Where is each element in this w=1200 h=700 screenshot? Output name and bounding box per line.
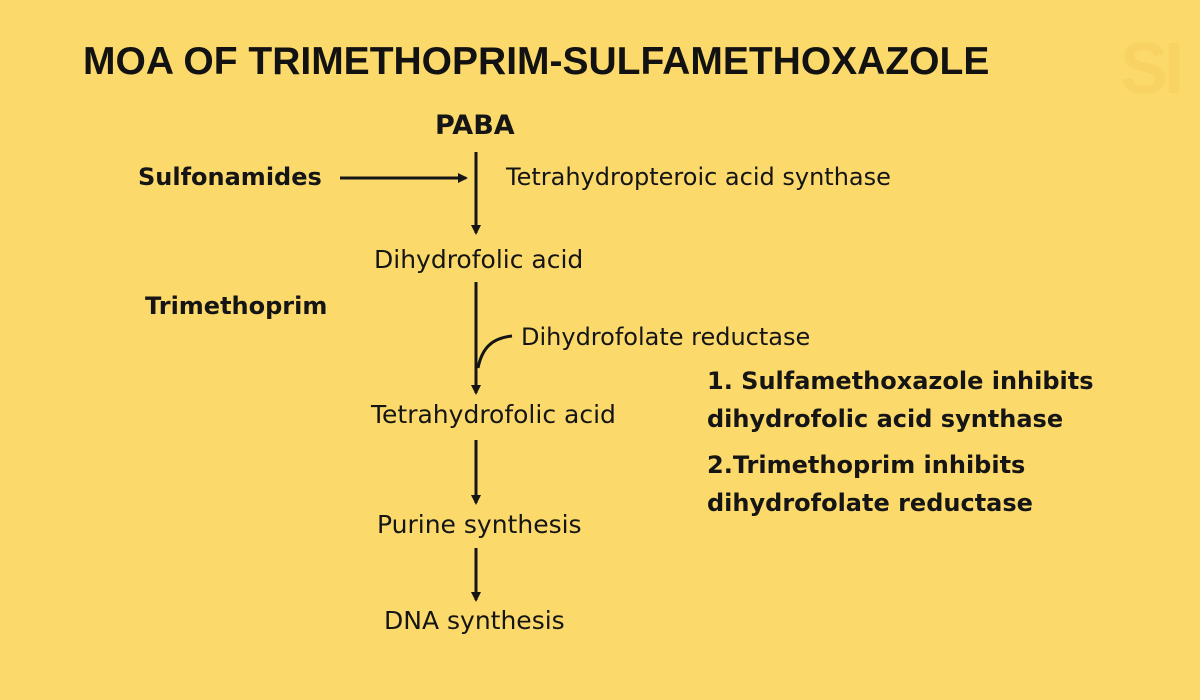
drug-sulfonamides: Sulfonamides <box>138 163 322 191</box>
enzyme-tetrahydropteroic-acid-synthase: Tetrahydropteroic acid synthase <box>506 163 891 191</box>
watermark-logo: SI <box>1120 29 1184 109</box>
drug-trimethoprim: Trimethoprim <box>145 292 328 320</box>
node-purine-synthesis: Purine synthesis <box>377 510 582 539</box>
notes-panel: 1. Sulfamethoxazole inhibits dihydrofoli… <box>707 362 1147 530</box>
node-tetrahydrofolic-acid: Tetrahydrofolic acid <box>371 400 616 429</box>
node-paba: PABA <box>435 110 515 141</box>
diagram-title: MOA OF TRIMETHOPRIM-SULFAMETHOXAZOLE <box>83 40 990 83</box>
enzyme-connector-curve <box>476 334 513 369</box>
node-dihydrofolic-acid: Dihydrofolic acid <box>374 245 584 274</box>
node-dna-synthesis: DNA synthesis <box>384 606 565 635</box>
note-sulfamethoxazole: 1. Sulfamethoxazole inhibits dihydrofoli… <box>707 367 1094 433</box>
enzyme-dihydrofolate-reductase: Dihydrofolate reductase <box>521 323 811 351</box>
note-trimethoprim: 2.Trimethoprim inhibits dihydrofolate re… <box>707 451 1033 517</box>
